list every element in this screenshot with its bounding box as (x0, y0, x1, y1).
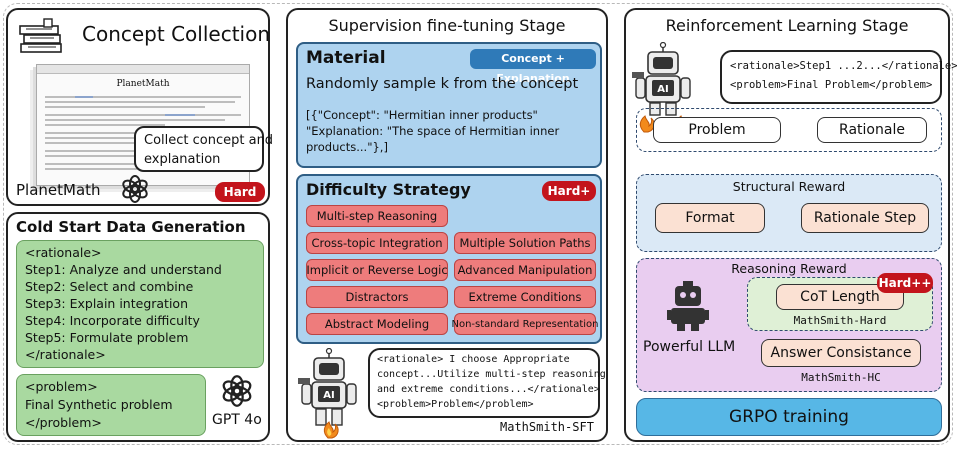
powerful-llm-label: Powerful LLM (643, 339, 736, 355)
problem-line-2: </problem> (25, 415, 102, 430)
rl-speech-bubble: <rationale>Step1 ...2...</rationale> <pr… (720, 50, 957, 104)
robot-icon (298, 348, 357, 439)
problem-box: Problem (653, 117, 781, 143)
strategy-pill: Implicit or Reverse Logic (306, 259, 448, 281)
robot-icon (667, 281, 709, 331)
final-problem-box: <problem> Final Synthetic problem </prob… (16, 374, 206, 436)
material-tag: Concept + Explanation (470, 49, 596, 85)
sft-bubble-line-0: <rationale> I choose Appropriate (377, 354, 570, 365)
mathsmith-sft-label: MathSmith-SFT (500, 420, 594, 434)
openai-icon (122, 175, 148, 203)
gpt4o-label: GPT 4o (212, 412, 262, 428)
sft-bubble-line-3: <problem>Problem</problem> (377, 399, 534, 410)
bubble-line-2: explanation (144, 152, 221, 167)
structural-reward-group: Structural Reward Format Rationale Step (636, 174, 942, 252)
sft-title: Supervision fine-tuning Stage (328, 16, 566, 35)
rationale-box: Rationale (817, 117, 927, 143)
answer-consistance-box: Answer Consistance (761, 339, 921, 367)
rl-bubble-line-0: <rationale>Step1 ...2...</rationale> (730, 60, 957, 72)
book-stack-icon (19, 18, 62, 53)
step-line-4: Step4: Incorporate difficulty (25, 313, 200, 328)
step-line-6: </rationale> (25, 347, 106, 362)
hard-plus-plus-badge: Hard++ (877, 273, 933, 293)
strategy-pill: Extreme Conditions (454, 286, 596, 308)
openai-icon (222, 375, 252, 407)
rl-title: Reinforcement Learning Stage (665, 16, 909, 35)
page-heading: PlanetMath (116, 79, 170, 89)
step-line-3: Step3: Explain integration (25, 296, 188, 311)
structural-reward-title: Structural Reward (732, 179, 846, 194)
collect-bubble: Collect concept and explanation (134, 126, 273, 172)
sft-bubble-line-2: and extreme conditions...</rationale> (377, 384, 600, 395)
step-line-0: <rationale> (25, 245, 102, 260)
material-example-1: "Explanation: "The space of Hermitian in… (306, 124, 560, 138)
material-title: Material (306, 48, 386, 68)
step-line-1: Step1: Analyze and understand (25, 262, 222, 277)
reasoning-reward-group: Reasoning Reward Powerful LLM CoT Length… (636, 258, 942, 392)
mathsmith-hc-label: MathSmith-HC (801, 371, 881, 384)
hard-subgroup: CoT Length MathSmith-Hard (747, 277, 933, 331)
robot-label: AI (657, 84, 669, 95)
problem-rationale-group: Problem Rationale (636, 108, 942, 152)
strategy-pill: Non-standard Representation (451, 313, 599, 335)
problem-line-1: Final Synthetic problem (25, 397, 173, 412)
grpo-training-box: GRPO training (636, 398, 942, 436)
outer-frame (3, 3, 953, 445)
robot-label: AI (323, 390, 335, 401)
robot-illustration: AI (296, 348, 362, 440)
strategy-pill: Distractors (306, 286, 448, 308)
sft-bubble-line-1: concept...Utilize multi-step reasoning (377, 369, 606, 380)
cot-length-box: CoT Length (776, 284, 904, 310)
problem-line-0: <problem> (25, 379, 98, 394)
rationale-step-box: Rationale Step (801, 203, 929, 233)
format-box: Format (655, 203, 765, 233)
hard-badge: Hard (215, 182, 265, 202)
rl-panel: Reinforcement Learning Stage AI <rationa… (624, 8, 957, 442)
cold-start-title: Cold Start Data Generation (16, 218, 246, 236)
step-line-2: Step2: Select and combine (25, 279, 194, 294)
difficulty-box: Difficulty Strategy Hard+ Multi-step Rea… (296, 174, 602, 344)
strategy-pill: Multi-step Reasoning (306, 205, 448, 227)
rationale-steps-box: <rationale> Step1: Analyze and understan… (16, 240, 264, 368)
planetmath-label: PlanetMath (16, 181, 101, 199)
concept-collection-title: Concept Collection (82, 22, 270, 46)
material-example-2: products..."},] (306, 140, 388, 154)
step-line-5: Step5: Formulate problem (25, 330, 189, 345)
material-box: Material Concept + Explanation Randomly … (296, 42, 602, 168)
hard-plus-badge: Hard+ (542, 181, 596, 201)
rl-bubble-line-1: <problem>Final Problem</problem> (730, 79, 933, 91)
reasoning-reward-title: Reasoning Reward (731, 261, 847, 276)
bubble-line-1: Collect concept and (144, 133, 274, 148)
strategy-pill: Multiple Solution Paths (454, 232, 596, 254)
sft-panel: Supervision fine-tuning Stage Material C… (286, 8, 608, 442)
mathsmith-hard-label: MathSmith-Hard (793, 314, 887, 327)
strategy-pill: Abstract Modeling (306, 313, 448, 335)
material-example-0: [{"Concept": "Hermitian inner products" (306, 108, 538, 122)
strategy-pill: Cross-topic Integration (306, 232, 448, 254)
material-desc: Randomly sample k from the concept (306, 76, 579, 92)
cold-start-panel: Cold Start Data Generation <rationale> S… (6, 212, 270, 442)
difficulty-title: Difficulty Strategy (306, 180, 471, 199)
sft-speech-bubble: <rationale> I choose Appropriate concept… (368, 348, 606, 418)
concept-collection-panel: Concept Collection PlanetMath Collect co… (6, 8, 273, 206)
strategy-pill: Advanced Manipulation (454, 259, 596, 281)
